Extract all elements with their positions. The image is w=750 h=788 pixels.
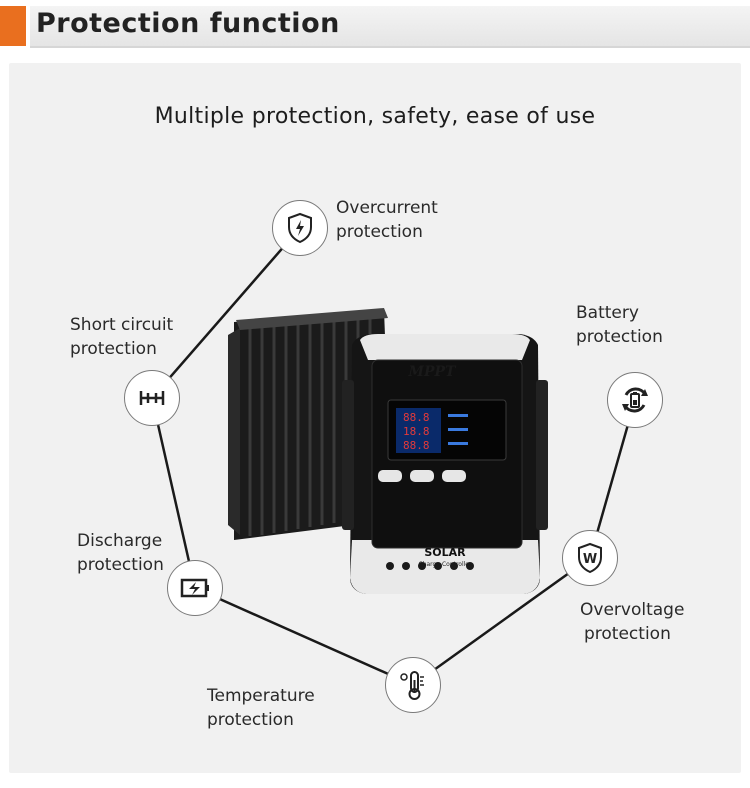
logo-subtext: Charge Controller bbox=[419, 561, 472, 568]
svg-text:W: W bbox=[583, 552, 597, 567]
header-bar bbox=[30, 6, 750, 48]
section-title: Protection function bbox=[36, 8, 340, 39]
page-subtitle: Multiple protection, safety, ease of use bbox=[154, 104, 596, 129]
svg-text:18.8: 18.8 bbox=[403, 425, 430, 438]
svg-text:88.8: 88.8 bbox=[403, 411, 430, 424]
thermometer-icon bbox=[385, 657, 441, 713]
shield-lightning-icon bbox=[272, 200, 328, 256]
discharge-battery-icon bbox=[167, 560, 223, 616]
svg-text:88.8: 88.8 bbox=[403, 439, 430, 452]
battery-cycle-icon bbox=[607, 372, 663, 428]
short-circuit-icon bbox=[124, 370, 180, 426]
front-unit: MPPT 88.8 18.8 88.8 SOLAR Charge Control… bbox=[342, 334, 548, 594]
overvoltage-w-icon: W bbox=[562, 530, 618, 586]
header-accent-bar bbox=[0, 6, 26, 46]
section-header: Protection function bbox=[0, 0, 750, 52]
brand-label: MPPT bbox=[408, 364, 458, 380]
logo-text: SOLAR bbox=[424, 546, 466, 559]
